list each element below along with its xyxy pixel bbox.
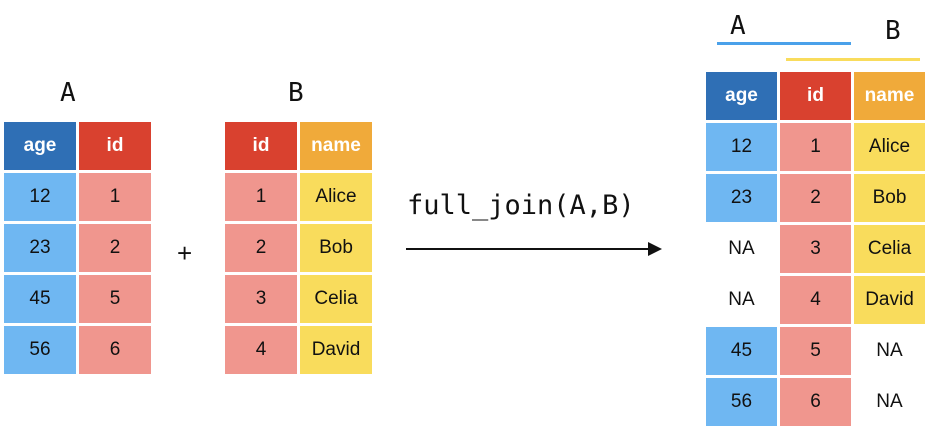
table-cell-id: 1 <box>780 123 851 171</box>
table-cell-age: 56 <box>4 326 76 374</box>
table-cell-age: 23 <box>4 224 76 272</box>
table-cell-id: 2 <box>79 224 151 272</box>
column-header-name: name <box>300 122 372 170</box>
result-label-a: A <box>730 11 746 41</box>
table-cell-age: 45 <box>4 275 76 323</box>
table-cell-age: NA <box>706 276 777 324</box>
table-b-label: B <box>288 78 304 108</box>
table-cell-id: 3 <box>780 225 851 273</box>
table-cell-name: Celia <box>854 225 925 273</box>
plus-sign: + <box>177 238 193 268</box>
table-cell-id: 1 <box>79 173 151 221</box>
table-cell-age: NA <box>706 225 777 273</box>
column-header-name: name <box>854 72 925 120</box>
table-cell-name: Alice <box>854 123 925 171</box>
result-b-underline <box>786 58 920 61</box>
column-header-age: age <box>706 72 777 120</box>
table-cell-age: 12 <box>706 123 777 171</box>
table-cell-age: 56 <box>706 378 777 426</box>
arrow-shaft <box>406 248 650 250</box>
result-label-b: B <box>885 16 901 46</box>
table-cell-id: 6 <box>79 326 151 374</box>
table-cell-name: Celia <box>300 275 372 323</box>
operation-label: full_join(A,B) <box>407 190 635 221</box>
table-cell-id: 5 <box>780 327 851 375</box>
table-cell-id: 5 <box>79 275 151 323</box>
table-cell-id: 6 <box>780 378 851 426</box>
table-cell-id: 1 <box>225 173 297 221</box>
table-cell-age: 45 <box>706 327 777 375</box>
column-header-id: id <box>79 122 151 170</box>
column-header-age: age <box>4 122 76 170</box>
arrow-right-icon <box>648 242 662 256</box>
table-cell-id: 4 <box>225 326 297 374</box>
table-cell-age: 12 <box>4 173 76 221</box>
table-cell-id: 4 <box>780 276 851 324</box>
table-cell-name: Bob <box>854 174 925 222</box>
table-cell-id: 2 <box>225 224 297 272</box>
table-cell-name: NA <box>854 327 925 375</box>
table-cell-id: 2 <box>780 174 851 222</box>
table-cell-name: Bob <box>300 224 372 272</box>
table-cell-name: NA <box>854 378 925 426</box>
table-cell-id: 3 <box>225 275 297 323</box>
column-header-id: id <box>225 122 297 170</box>
table-a-label: A <box>60 78 76 108</box>
table-cell-name: David <box>300 326 372 374</box>
table-cell-name: Alice <box>300 173 372 221</box>
result-a-underline <box>717 42 851 45</box>
table-cell-name: David <box>854 276 925 324</box>
column-header-id: id <box>780 72 851 120</box>
table-cell-age: 23 <box>706 174 777 222</box>
